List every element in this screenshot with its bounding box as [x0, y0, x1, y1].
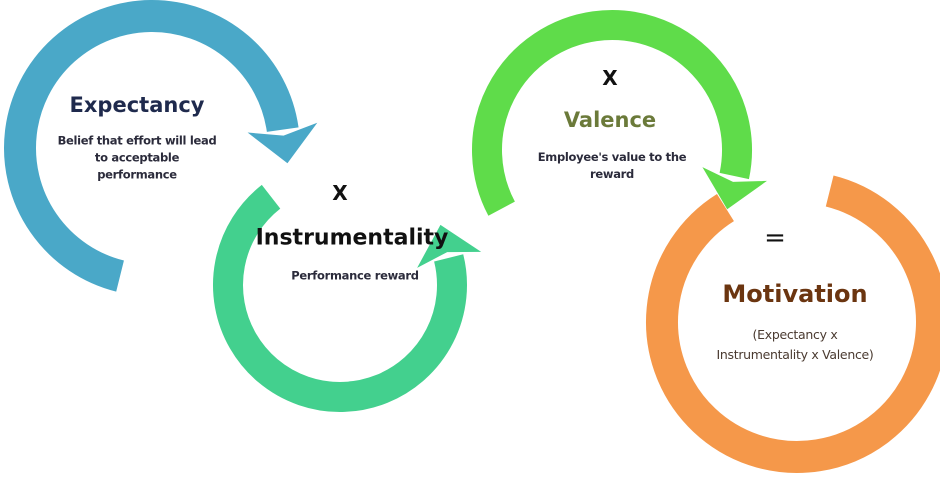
valence-line: Employee's value to the: [537, 150, 687, 164]
multiply-operator: X: [602, 66, 618, 90]
valence-arrowhead-icon: [702, 167, 767, 210]
motivation-formula: (Expectancy x Instrumentality x Valence): [717, 325, 874, 365]
valence-description: Employee's value to the reward: [538, 149, 687, 183]
instrumentality-description: Performance reward: [291, 268, 419, 283]
expectancy-line: to acceptable: [94, 150, 180, 165]
expectancy-description: Belief that effort will lead to acceptab…: [58, 133, 217, 184]
expectancy-arrowhead-icon: [247, 122, 318, 164]
expectancy-arc: [4, 0, 299, 292]
expectancy-line: performance: [97, 167, 177, 182]
valence-title: Valence: [563, 108, 657, 132]
instrumentality-arc: [213, 184, 467, 412]
valence-arc: [472, 10, 752, 216]
motivation-arc: [646, 175, 940, 473]
equals-operator: =: [764, 223, 786, 253]
formula-line: (Expectancy x: [752, 327, 838, 342]
multiply-operator: X: [332, 181, 348, 205]
motivation-title: Motivation: [722, 280, 868, 308]
formula-line: Instrumentality x Valence): [716, 347, 874, 362]
instrumentality-title: Instrumentality: [255, 225, 449, 251]
valence-line: reward: [590, 167, 634, 181]
expectancy-line: Belief that effort will lead: [57, 133, 217, 148]
expectancy-title: Expectancy: [69, 93, 205, 117]
instrumentality-arrowhead-icon: [417, 224, 482, 268]
